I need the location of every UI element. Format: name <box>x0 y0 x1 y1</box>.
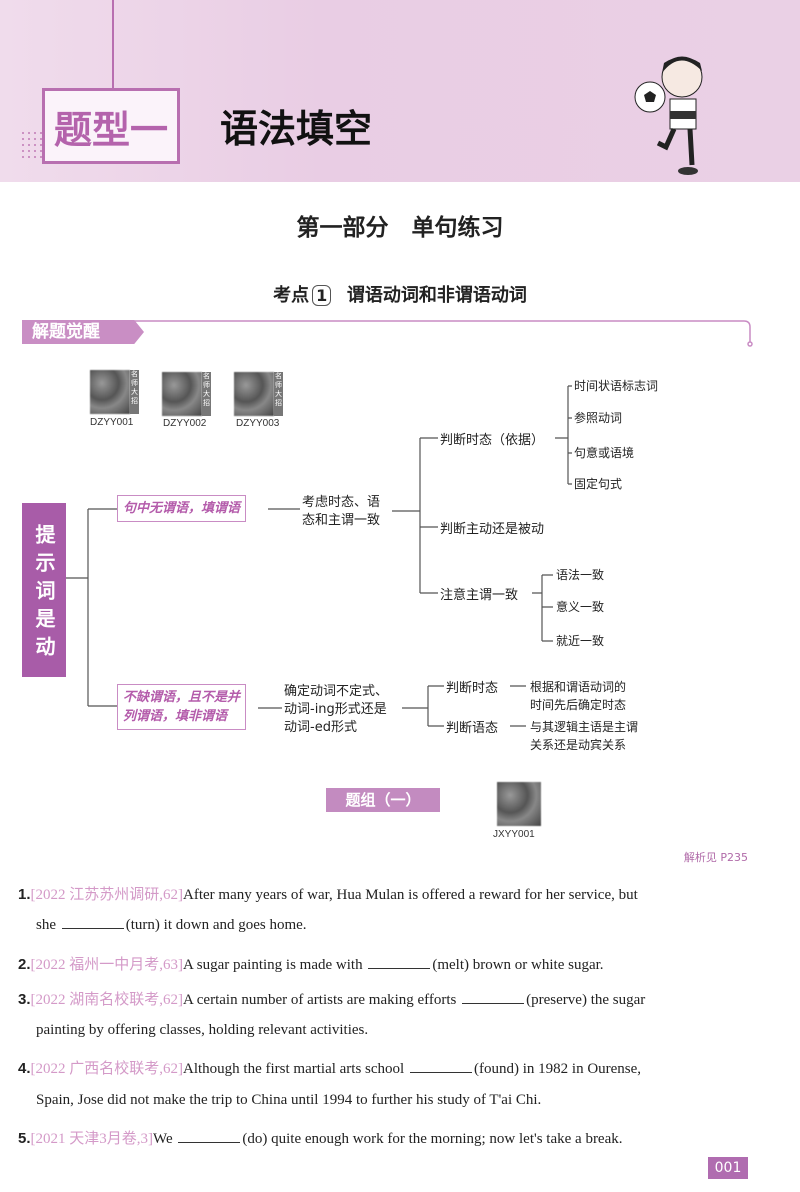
question-3: 3.[2022 湖南名校联考,62]A certain number of ar… <box>18 988 645 1009</box>
decor-line <box>112 0 114 88</box>
question-hint: (preserve) <box>526 992 587 1008</box>
tense-item: 参照动词 <box>574 411 623 425</box>
qr-label: DZYY002 <box>163 418 207 429</box>
branch1-consider: 考虑时态、语态和主谓一致 <box>302 494 380 530</box>
qr-code[interactable] <box>162 372 202 416</box>
question-hint: (found) <box>473 1061 519 1077</box>
question-text: After many years of war, Hua Mulan is of… <box>183 887 638 903</box>
analysis-link[interactable]: 解析见 P235 <box>683 851 748 864</box>
question-type-title: 语法填空 <box>220 107 373 151</box>
page-number: 001 <box>708 1157 748 1179</box>
point-title-text: 谓语动词和非谓语动词 <box>346 285 527 306</box>
tense-item: 句意或语境 <box>574 446 635 460</box>
tense-item: 固定句式 <box>574 477 623 491</box>
question-text: We <box>153 1131 173 1147</box>
answer-blank[interactable] <box>409 1072 472 1073</box>
qr-code[interactable] <box>234 372 274 416</box>
point-number: 1 <box>312 285 332 306</box>
b2-voice-desc: 与其逻辑主语是主谓关系还是动宾关系 <box>530 718 638 754</box>
question-text: the sugar <box>586 992 646 1008</box>
question-text: A certain number of artists are making e… <box>183 992 457 1008</box>
qr-code[interactable] <box>90 370 130 414</box>
question-number: 1. <box>18 886 31 903</box>
branch2-box: 不缺谓语，且不是并列谓语，填非谓语 <box>117 684 247 730</box>
question-text: she <box>36 917 56 933</box>
question-text: in 1982 in Ourense, <box>518 1061 642 1077</box>
qr-tag: 名师大招 <box>274 372 283 416</box>
text-line: 关系还是动宾关系 <box>530 738 627 752</box>
question-1-line2: she (turn) it down and goes home. <box>36 917 307 934</box>
agreement-node: 注意主谓一致 <box>440 588 519 603</box>
qr-tag: 名师大招 <box>202 372 211 416</box>
text-line: 态和主谓一致 <box>302 513 381 528</box>
question-4: 4.[2022 广西名校联考,62]Although the first mar… <box>18 1057 641 1078</box>
question-source: [2022 广西名校联考,62] <box>30 1061 184 1077</box>
question-hint: (melt) <box>432 957 469 973</box>
question-1: 1.[2022 江苏苏州调研,62]After many years of wa… <box>18 883 638 904</box>
b2-voice-node: 判断语态 <box>446 721 499 736</box>
question-number: 4. <box>18 1060 31 1077</box>
answer-blank[interactable] <box>368 968 431 969</box>
text-line: 列谓语，填非谓语 <box>123 709 228 724</box>
qr-tag: 名师大招 <box>130 370 139 414</box>
agreement-item: 就近一致 <box>556 634 605 648</box>
part-title: 第一部分 单句练习 <box>296 215 504 241</box>
text-line: 时间先后确定时态 <box>530 698 627 712</box>
question-number: 3. <box>18 991 31 1008</box>
text-line: 不缺谓语，且不是并 <box>123 690 241 705</box>
point-prefix: 考点 <box>273 285 310 306</box>
question-type-box: 题型一 <box>42 88 180 164</box>
section-banner: 解题觉醒 <box>22 320 144 344</box>
text-line: 动词-ing形式还是 <box>284 702 387 717</box>
header-band: 题型一 语法填空 <box>0 0 800 182</box>
question-source: [2021 天津3月卷,3] <box>30 1131 154 1147</box>
agreement-item: 语法一致 <box>556 568 605 582</box>
tense-item: 时间状语标志词 <box>574 379 659 393</box>
question-source: [2022 福州一中月考,63] <box>30 957 184 973</box>
question-text: quite enough work for the morning; now l… <box>267 1131 623 1147</box>
question-source: [2022 江苏苏州调研,62] <box>30 887 184 903</box>
question-number: 2. <box>18 956 31 973</box>
qr-label: JXYY001 <box>493 829 535 840</box>
question-3-line2: painting by offering classes, holding re… <box>36 1022 369 1038</box>
question-number: 5. <box>18 1130 31 1147</box>
question-4-line2: Spain, Jose did not make the trip to Chi… <box>36 1092 542 1108</box>
qr-label: DZYY001 <box>90 417 134 428</box>
text-line: 动词-ed形式 <box>284 720 357 735</box>
question-source: [2022 湖南名校联考,62] <box>30 992 184 1008</box>
text-line: 根据和谓语动词的 <box>530 680 627 694</box>
question-2: 2.[2022 福州一中月考,63]A sugar painting is ma… <box>18 953 604 974</box>
b2-tense-desc: 根据和谓语动词的时间先后确定时态 <box>530 678 626 714</box>
agreement-item: 意义一致 <box>556 600 605 614</box>
tense-node: 判断时态（依据） <box>440 433 545 448</box>
question-5: 5.[2021 天津3月卷,3]We (do) quite enough wor… <box>18 1127 623 1148</box>
group-tag: 题组（一） <box>326 788 440 812</box>
branch1-box: 句中无谓语，填谓语 <box>117 495 247 522</box>
text-line: 考虑时态、语 <box>302 495 381 510</box>
answer-blank[interactable] <box>462 1003 525 1004</box>
question-text: Although the first martial arts school <box>183 1061 405 1077</box>
soccer-boy-illustration <box>634 56 703 175</box>
question-text: it down and goes home. <box>159 917 307 933</box>
qr-code[interactable] <box>497 782 541 826</box>
qr-label: DZYY003 <box>236 418 280 429</box>
branch2-determine: 确定动词不定式、动词-ing形式还是动词-ed形式 <box>284 683 388 737</box>
b2-tense-node: 判断时态 <box>446 681 499 696</box>
text-line: 与其逻辑主语是主谓 <box>530 720 639 734</box>
answer-blank[interactable] <box>61 928 124 929</box>
question-text: A sugar painting is made with <box>183 957 363 973</box>
mindmap-root: 提示词是动词 <box>0 503 66 677</box>
question-hint: (turn) <box>125 917 160 933</box>
question-hint: (do) <box>242 1131 268 1147</box>
question-text: brown or white sugar. <box>468 957 604 973</box>
answer-blank[interactable] <box>178 1142 241 1143</box>
voice-node: 判断主动还是被动 <box>440 522 545 537</box>
text-line: 确定动词不定式、 <box>284 684 389 699</box>
